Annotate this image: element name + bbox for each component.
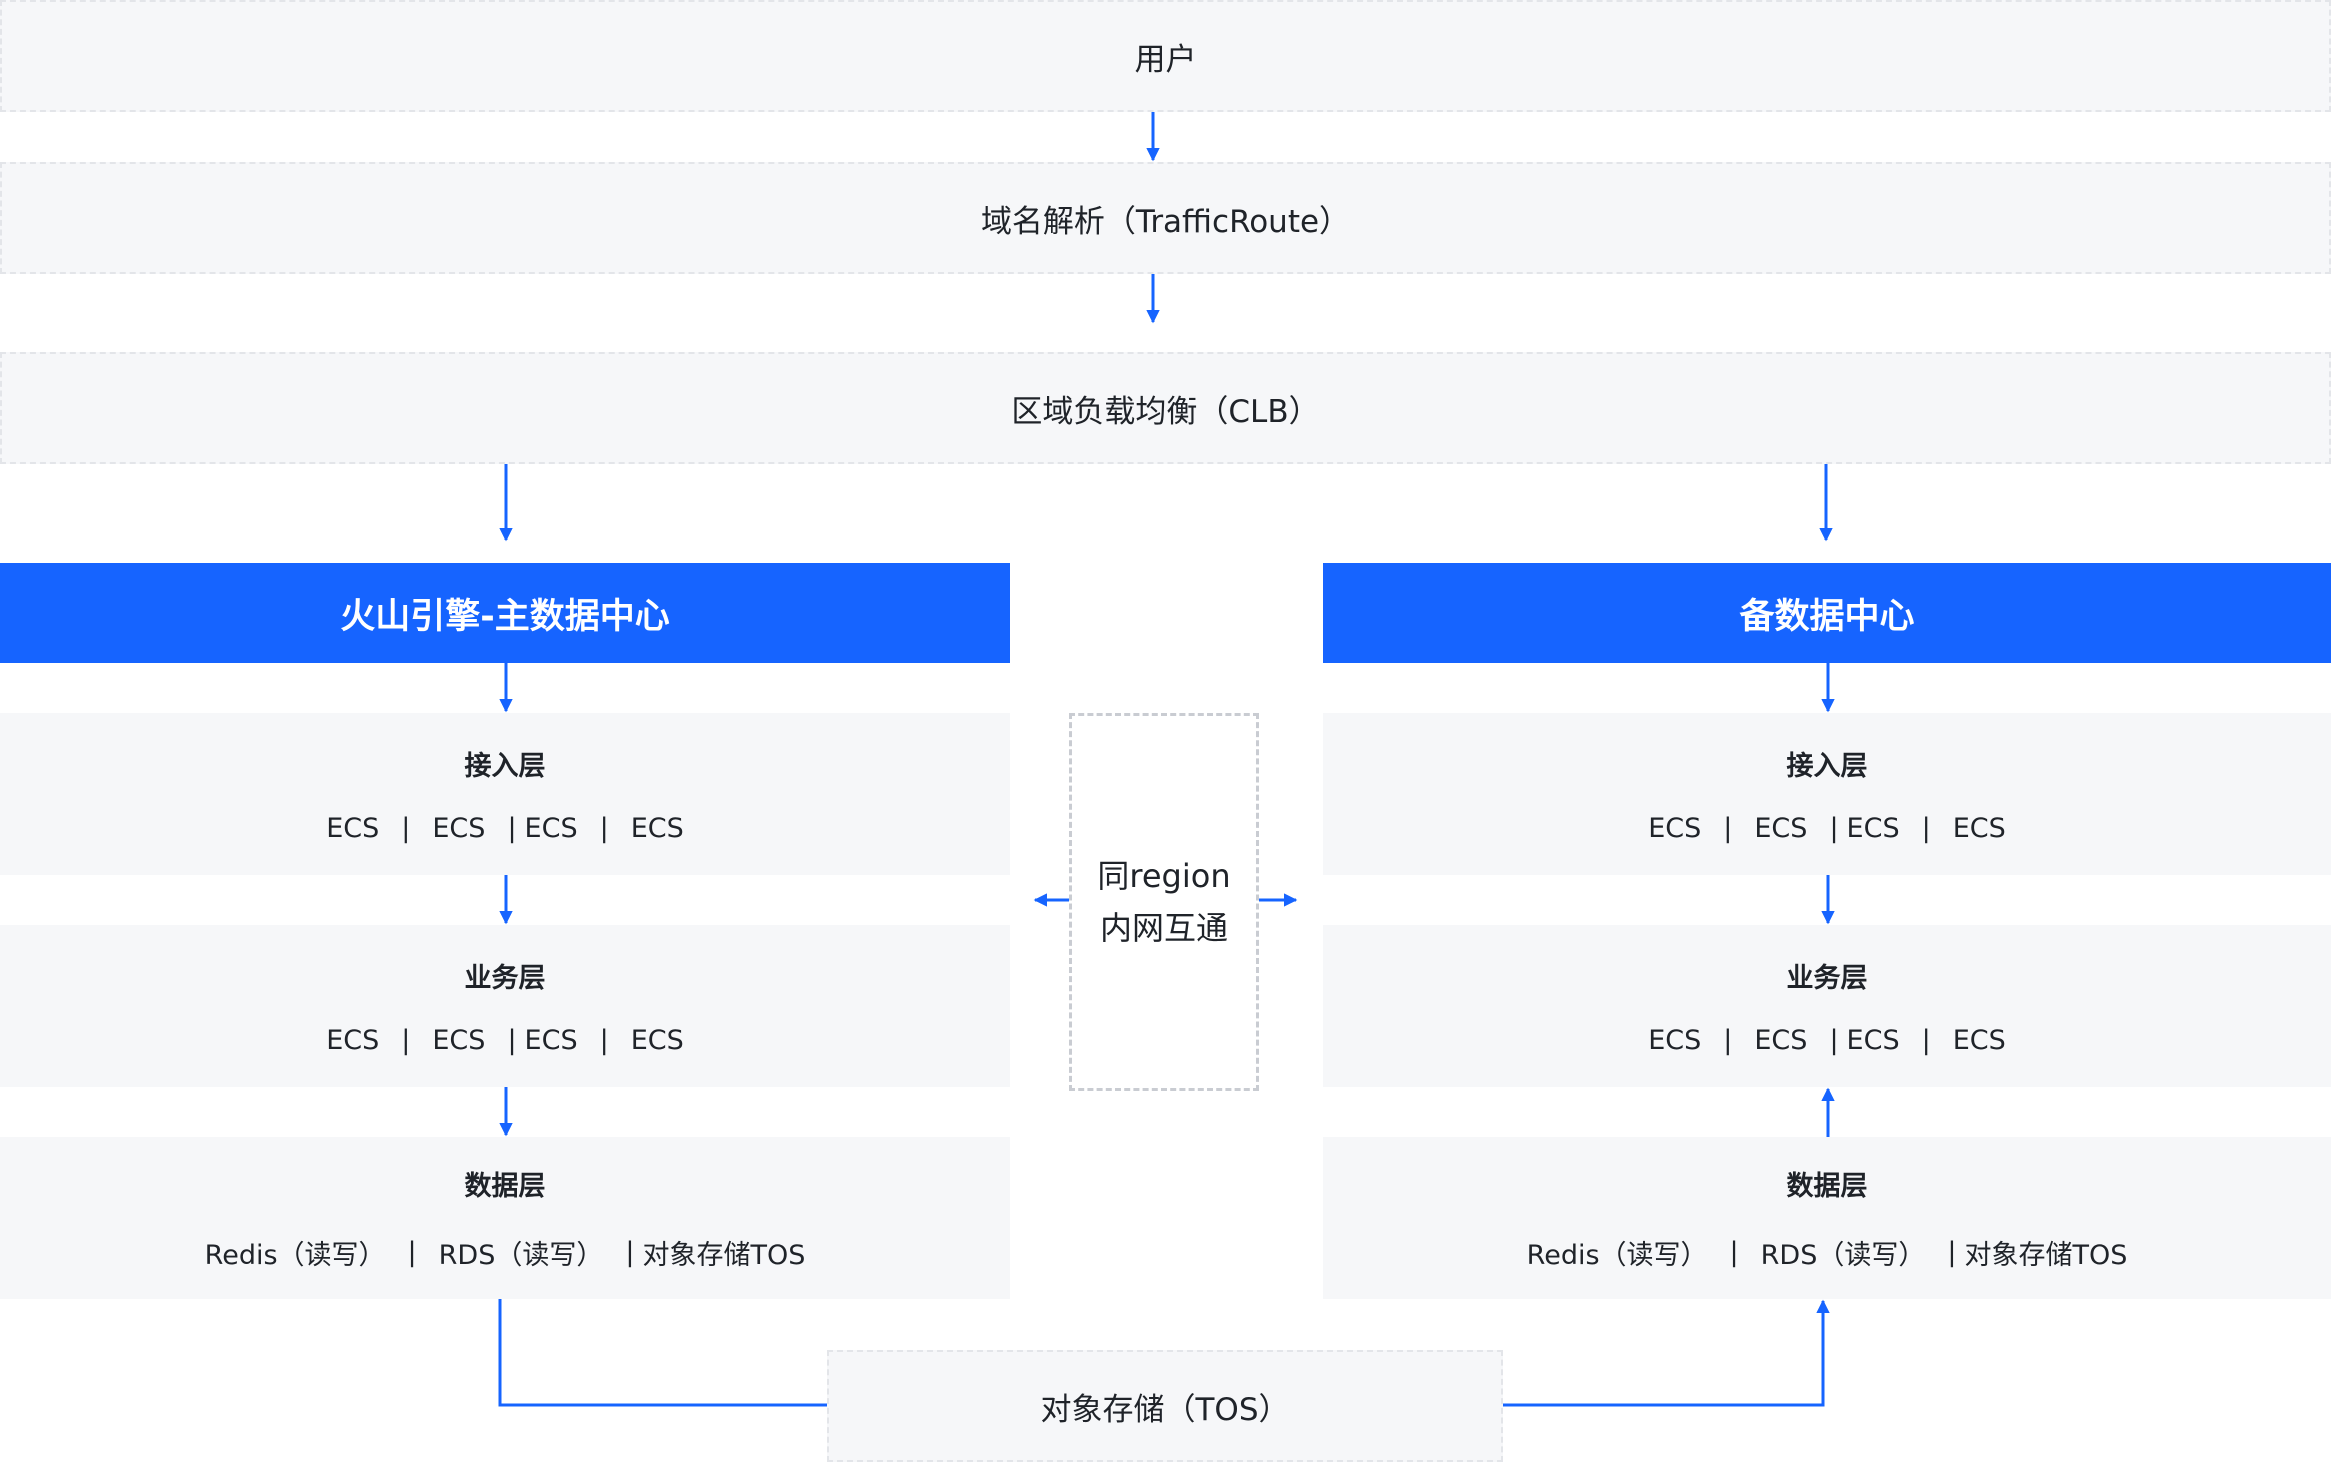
layer-items: ECS| ECS| ECS| ECS xyxy=(326,1025,684,1056)
backup-access-layer: 接入层 ECS| ECS| ECS| ECS xyxy=(1323,713,2331,875)
dns-band: 域名解析（TrafficRoute） xyxy=(0,162,2331,274)
primary-access-layer: 接入层 ECS| ECS| ECS| ECS xyxy=(0,713,1010,875)
layer-item: 对象存储TOS xyxy=(642,1240,806,1271)
backup-business-layer: 业务层 ECS| ECS| ECS| ECS xyxy=(1323,925,2331,1087)
layer-title: 数据层 xyxy=(1786,1171,1868,1202)
user-band: 用户 xyxy=(0,0,2331,112)
layer-item: ECS xyxy=(1648,1025,1702,1056)
layer-item: ECS xyxy=(524,1025,578,1056)
primary-dc-title: 火山引擎-主数据中心 xyxy=(340,596,670,637)
primary-data-layer: 数据层 Redis（读写）| RDS（读写）| 对象存储TOS xyxy=(0,1137,1010,1299)
layer-item: ECS xyxy=(1846,813,1900,844)
region-line-1: 同region xyxy=(1097,857,1231,895)
tos-band: 对象存储（TOS） xyxy=(827,1350,1503,1462)
layer-item: ECS xyxy=(432,1025,486,1056)
layer-item: ECS xyxy=(326,1025,380,1056)
arrow-tos-to-backup-data xyxy=(1503,1299,1830,1407)
layer-title: 接入层 xyxy=(464,751,546,782)
layer-item: Redis（读写） xyxy=(1526,1240,1708,1271)
layer-items: Redis（读写）| RDS（读写）| 对象存储TOS xyxy=(1527,1233,2128,1272)
layer-item: ECS xyxy=(1648,813,1702,844)
layer-item: ECS xyxy=(1754,1025,1808,1056)
primary-business-layer: 业务层 ECS| ECS| ECS| ECS xyxy=(0,925,1010,1087)
layer-item: ECS xyxy=(1952,813,2006,844)
layer-item: ECS xyxy=(1846,1025,1900,1056)
layer-items: ECS| ECS| ECS| ECS xyxy=(1648,813,2006,844)
layer-item: ECS xyxy=(432,813,486,844)
layer-item: ECS xyxy=(1952,1025,2006,1056)
backup-data-layer: 数据层 Redis（读写）| RDS（读写）| 对象存储TOS xyxy=(1323,1137,2331,1299)
dns-label: 域名解析（TrafficRoute） xyxy=(980,203,1351,240)
user-label: 用户 xyxy=(1134,41,1197,78)
region-line-2: 内网互通 xyxy=(1099,909,1228,947)
tos-label: 对象存储（TOS） xyxy=(1040,1391,1290,1428)
primary-dc-header: 火山引擎-主数据中心 xyxy=(0,563,1010,663)
layer-items: ECS| ECS| ECS| ECS xyxy=(1648,1025,2006,1056)
layer-item: RDS（读写） xyxy=(438,1240,604,1271)
clb-band: 区域负载均衡（CLB） xyxy=(0,352,2331,464)
layer-item: ECS xyxy=(524,813,578,844)
layer-title: 接入层 xyxy=(1786,751,1868,782)
backup-dc-header: 备数据中心 xyxy=(1323,563,2331,663)
layer-items: ECS| ECS| ECS| ECS xyxy=(326,813,684,844)
layer-item: ECS xyxy=(630,1025,684,1056)
layer-items: Redis（读写）| RDS（读写）| 对象存储TOS xyxy=(205,1233,806,1272)
layer-item: RDS（读写） xyxy=(1760,1240,1926,1271)
layer-title: 业务层 xyxy=(464,963,546,994)
layer-title: 业务层 xyxy=(1786,963,1868,994)
layer-title: 数据层 xyxy=(464,1171,546,1202)
line-primary-data-to-tos xyxy=(498,1299,827,1407)
layer-item: 对象存储TOS xyxy=(1964,1240,2128,1271)
region-interconnect-box: 同region 内网互通 xyxy=(1069,713,1259,1091)
layer-item: ECS xyxy=(630,813,684,844)
backup-dc-title: 备数据中心 xyxy=(1739,596,1915,637)
layer-item: ECS xyxy=(326,813,380,844)
clb-label: 区域负载均衡（CLB） xyxy=(1011,393,1320,430)
layer-item: ECS xyxy=(1754,813,1808,844)
layer-item: Redis（读写） xyxy=(204,1240,386,1271)
